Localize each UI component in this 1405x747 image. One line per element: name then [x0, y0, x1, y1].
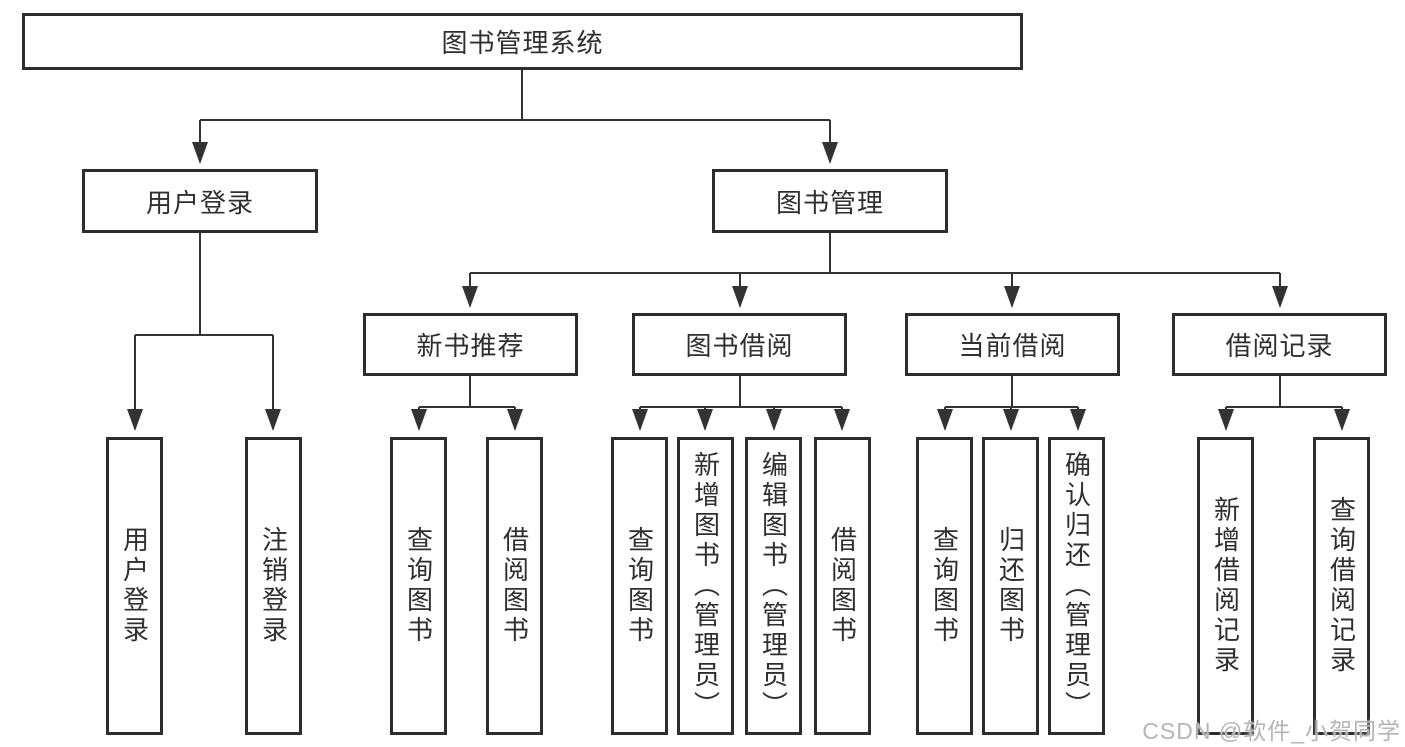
leaf-borrow-books: 借阅图书 [814, 437, 871, 735]
node-label: 新增借阅记录 [1210, 496, 1241, 676]
node-label: 图书借阅 [685, 331, 794, 361]
leaf-query-borrow-record: 查询借阅记录 [1313, 437, 1370, 735]
node-label: 借阅图书 [827, 526, 858, 646]
node-label: 当前借阅 [958, 331, 1067, 361]
node-label: 注销登录 [258, 526, 289, 646]
leaf-add-borrow-record: 新增借阅记录 [1197, 437, 1254, 735]
node-label: 借阅记录 [1225, 331, 1334, 361]
node-label: 查询图书 [403, 526, 434, 646]
leaf-query-books-current: 查询图书 [916, 437, 973, 735]
node-new-book-recommend: 新书推荐 [363, 313, 578, 376]
node-borrow-records: 借阅记录 [1172, 313, 1387, 376]
node-label: 查询借阅记录 [1326, 496, 1357, 676]
node-book-borrow: 图书借阅 [632, 313, 847, 376]
leaf-return-books: 归还图书 [982, 437, 1039, 735]
leaf-borrow-books-recommend: 借阅图书 [486, 437, 543, 735]
leaf-user-login: 用户登录 [106, 437, 163, 735]
node-label: 图书管理 [775, 187, 884, 218]
node-label: 用户登录 [119, 526, 150, 646]
leaf-add-books-admin: 新增图书（管理员） [677, 437, 734, 735]
node-user-login: 用户登录 [82, 169, 318, 233]
node-label: 新书推荐 [416, 331, 525, 361]
node-book-management: 图书管理 [712, 169, 948, 233]
watermark: CSDN @软件_小贺同学 [1142, 718, 1401, 744]
leaf-edit-books-admin: 编辑图书（管理员） [745, 437, 802, 735]
leaf-logout: 注销登录 [245, 437, 302, 735]
node-label: 归还图书 [995, 526, 1026, 646]
leaf-confirm-return-admin: 确认归还（管理员） [1048, 437, 1105, 735]
node-library-management-system: 图书管理系统 [22, 13, 1023, 70]
node-label: 用户登录 [145, 187, 254, 218]
node-label: 图书管理系统 [441, 28, 604, 58]
leaf-query-books-borrow: 查询图书 [611, 437, 668, 735]
node-label: 确认归还（管理员） [1061, 451, 1092, 721]
node-label: 查询图书 [624, 526, 655, 646]
node-current-borrow: 当前借阅 [905, 313, 1120, 376]
node-label: 借阅图书 [499, 526, 530, 646]
node-label: 编辑图书（管理员） [758, 451, 789, 721]
leaf-query-books-recommend: 查询图书 [390, 437, 447, 735]
node-label: 查询图书 [929, 526, 960, 646]
node-label: 新增图书（管理员） [690, 451, 721, 721]
